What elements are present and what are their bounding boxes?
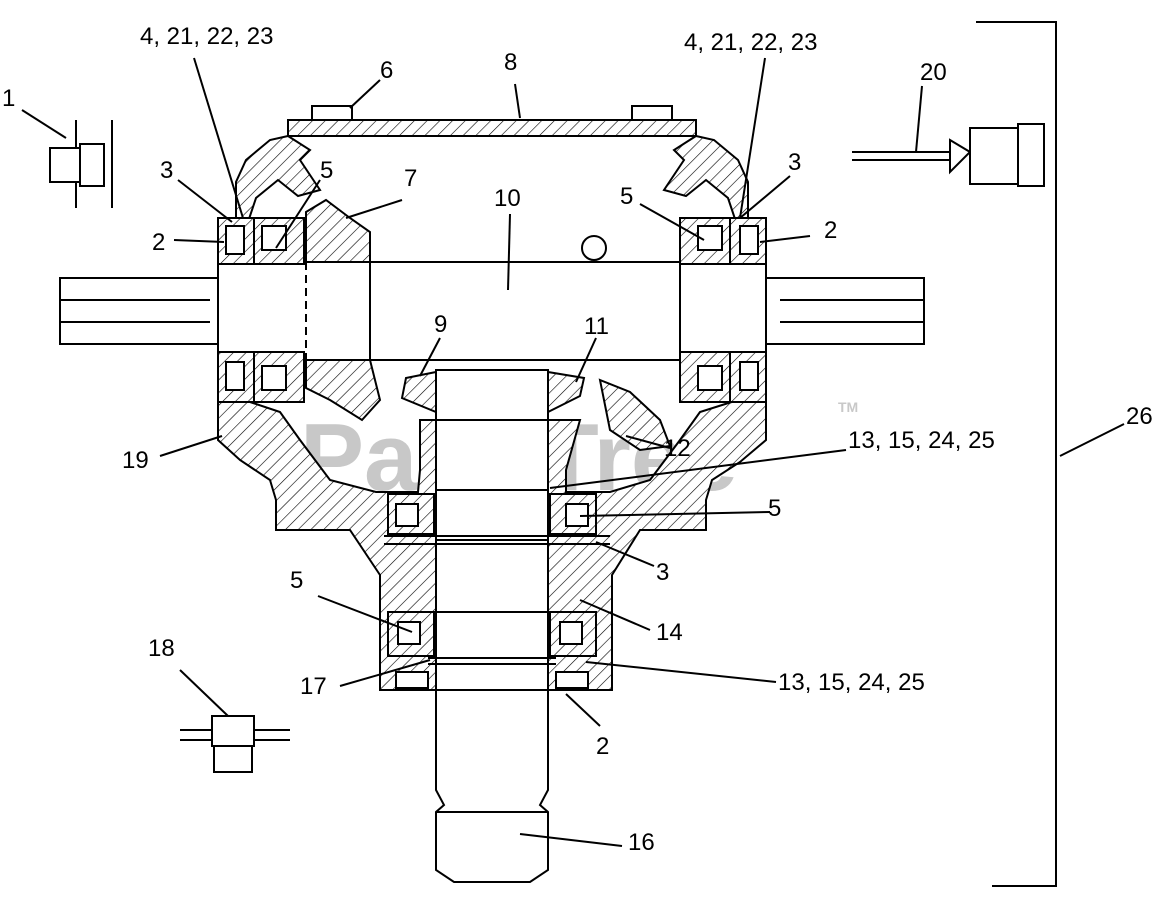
callout-3-left: 3 [160,157,173,184]
callout-5-lower: 5 [290,567,303,594]
cover-bolt-right [631,105,673,121]
watermark-trademark: TM [838,399,858,415]
callout-4-left: 4, 21, 22, 23 [140,23,273,50]
assembly-bracket [976,21,1057,887]
part-18-detail [180,715,290,773]
callout-2-bottom: 2 [596,733,609,760]
callout-8: 8 [504,49,517,76]
callout-11: 11 [584,313,609,340]
callout-26: 26 [1126,403,1153,430]
callout-4-right: 4, 21, 22, 23 [684,29,817,56]
bearings-horizontal [217,217,767,403]
part-20-detail [852,123,1045,187]
callout-6: 6 [380,57,393,84]
callout-18: 18 [148,635,175,662]
callout-5-left: 5 [320,157,333,184]
callout-2-right: 2 [824,217,837,244]
callout-12: 12 [664,435,691,462]
callout-9: 9 [434,311,447,338]
callout-13-lower: 13, 15, 24, 25 [778,669,925,696]
cover-bolt-left [311,105,353,121]
callout-5-right: 5 [620,183,633,210]
callout-5-center: 5 [768,495,781,522]
callout-19: 19 [122,447,149,474]
callout-10: 10 [494,185,521,212]
callout-17: 17 [300,673,327,700]
callout-3-right: 3 [788,149,801,176]
leader-lines [21,57,1125,847]
bevel-gears [305,198,672,452]
callout-3-lower: 3 [656,559,669,586]
callout-labels: 1 2 2 2 3 3 3 4, 21, 22, 23 4, 21, 22, 2… [2,23,1153,856]
callout-16: 16 [628,829,655,856]
callout-7: 7 [404,165,417,192]
horizontal-shaft [59,235,925,361]
callout-2-left: 2 [152,229,165,256]
callout-14: 14 [656,619,683,646]
part-1-detail [49,120,113,208]
cover-plate [287,105,697,137]
callout-13-upper: 13, 15, 24, 25 [848,427,995,454]
callout-20: 20 [920,59,947,86]
vertical-shaft [384,369,610,883]
callout-1: 1 [2,85,15,112]
